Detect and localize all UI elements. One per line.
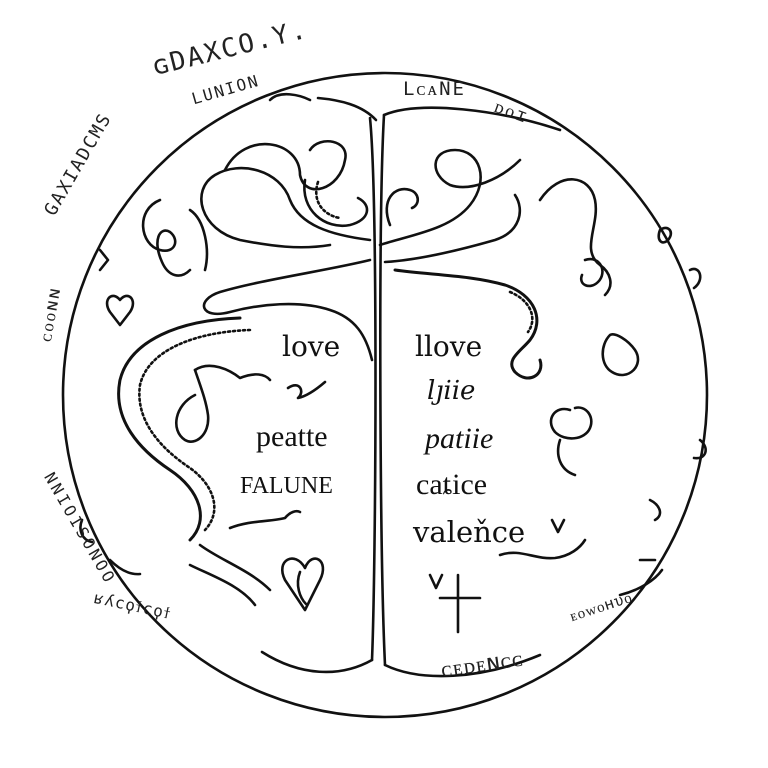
left-swirl-top: [200, 166, 372, 249]
right-word-valence: valeňce: [413, 515, 526, 549]
left-word-peatte: peatte: [256, 420, 328, 453]
right-word-ljiie: lȷiie: [427, 376, 476, 406]
right-word-llove: llove: [415, 330, 483, 363]
right-swirl-top: [378, 148, 522, 247]
left-heart-drop: [175, 368, 210, 443]
left-heart-small: [105, 294, 135, 327]
outer-circle: [61, 71, 709, 719]
left-word-falune: FALUNE: [240, 473, 333, 499]
cross-icon: [438, 573, 482, 634]
scrawl-top-center: LᴄᴀNE: [403, 78, 466, 100]
left-hemisphere-edge: [368, 116, 377, 662]
left-snake: [117, 316, 242, 542]
right-word-patiie: patiie: [425, 422, 494, 455]
right-word-catice: caȶice: [416, 468, 488, 501]
right-blob: [601, 333, 640, 377]
left-word-love: love: [282, 330, 341, 363]
right-hemisphere-edge: [379, 113, 387, 667]
left-heart-bottom: [281, 557, 325, 612]
